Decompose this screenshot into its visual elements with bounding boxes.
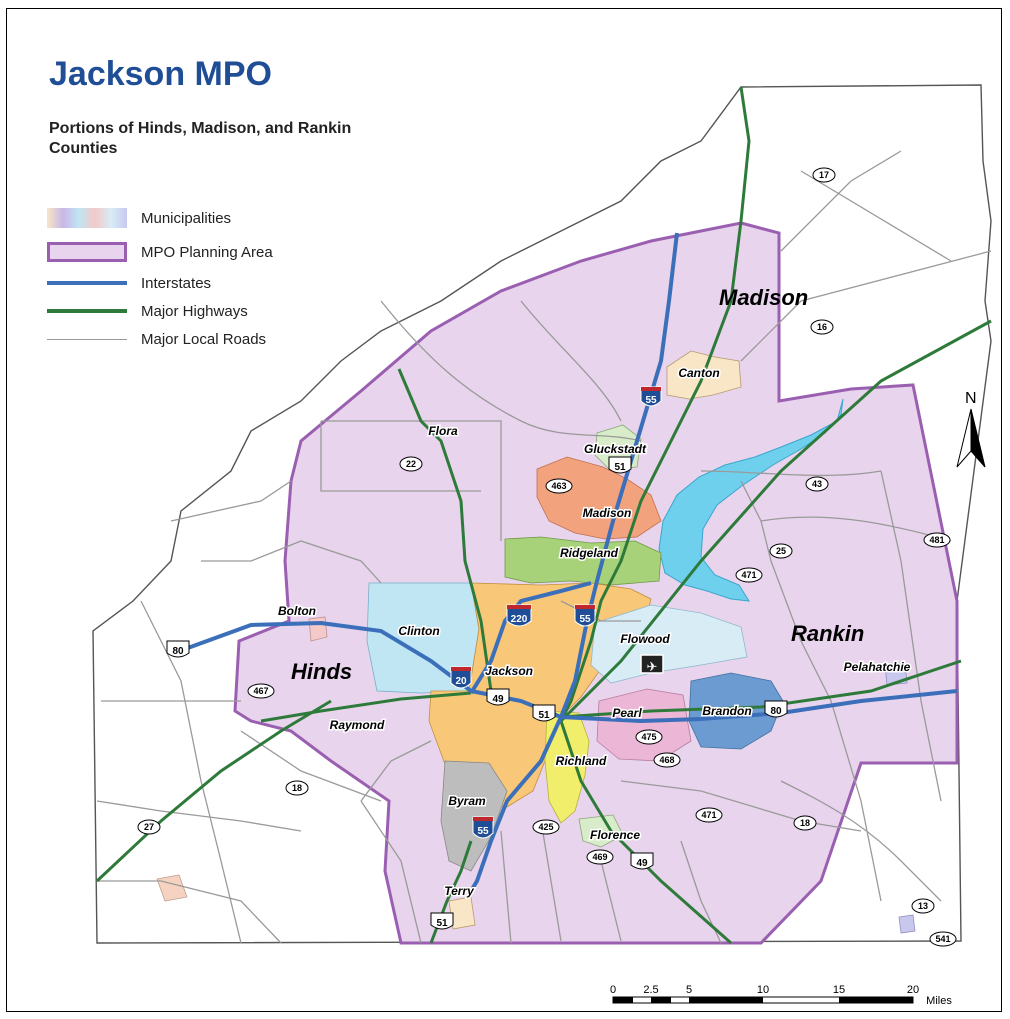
municipality-ridgeland <box>504 536 662 586</box>
hwy-ms25 <box>559 319 992 723</box>
north-label: N <box>965 390 977 407</box>
municipalities-swatch <box>47 208 127 228</box>
municipality-richland <box>544 710 590 824</box>
hwy-us80-east <box>560 659 962 719</box>
legend-label: Interstates <box>141 274 212 292</box>
legend-mpo-area: MPO Planning Area <box>47 235 273 269</box>
municipality-florence <box>578 814 624 848</box>
hwy-ms22-us49-north <box>397 368 503 703</box>
interstate-swatch <box>47 281 127 285</box>
legend-label: Major Highways <box>141 302 248 320</box>
municipality-flowood <box>590 604 748 684</box>
legend-major-highways: Major Highways <box>47 297 273 325</box>
legend-label: Major Local Roads <box>141 330 267 348</box>
local-roads <box>96 150 992 944</box>
municipality-bolton <box>308 616 328 642</box>
map-canvas: N ✈ <box>92 84 992 1004</box>
map-frame: N ✈ Jackson MPO Portions of Hinds, Madis… <box>6 8 1002 1012</box>
airport-icon <box>640 654 664 674</box>
local-road-swatch <box>47 338 127 340</box>
highway-swatch <box>47 309 127 313</box>
municipality-layer <box>156 350 916 934</box>
municipality-madison <box>536 456 662 540</box>
legend-interstates: Interstates <box>47 269 273 297</box>
municipality-pearl <box>596 688 692 762</box>
legend-major-local-roads: Major Local Roads <box>47 325 273 353</box>
reservoir-water <box>658 398 844 602</box>
legend-municipalities: Municipalities <box>47 201 273 235</box>
major-highways <box>95 86 992 945</box>
municipality-puckett <box>898 914 916 934</box>
scale-bar <box>612 996 914 1004</box>
municipality-byram <box>440 760 508 872</box>
north-arrow-icon <box>956 408 986 468</box>
legend-label: MPO Planning Area <box>141 243 273 261</box>
mpo-area-swatch <box>47 242 127 262</box>
municipality-terry <box>448 896 476 930</box>
hwy-ms43 <box>559 86 751 722</box>
page-title: Jackson MPO <box>49 55 272 93</box>
page-subtitle: Portions of Hinds, Madison, and Rankin C… <box>49 120 352 157</box>
hwy-ms18 <box>95 699 332 883</box>
svg-text:✈: ✈ <box>647 660 658 675</box>
hwy-us49-south <box>559 720 732 945</box>
legend: Municipalities MPO Planning Area Interst… <box>47 201 273 353</box>
hwy-us80-west <box>260 691 472 723</box>
legend-label: Municipalities <box>141 209 232 227</box>
municipality-clinton <box>366 582 480 694</box>
municipality-brandon <box>688 672 784 750</box>
